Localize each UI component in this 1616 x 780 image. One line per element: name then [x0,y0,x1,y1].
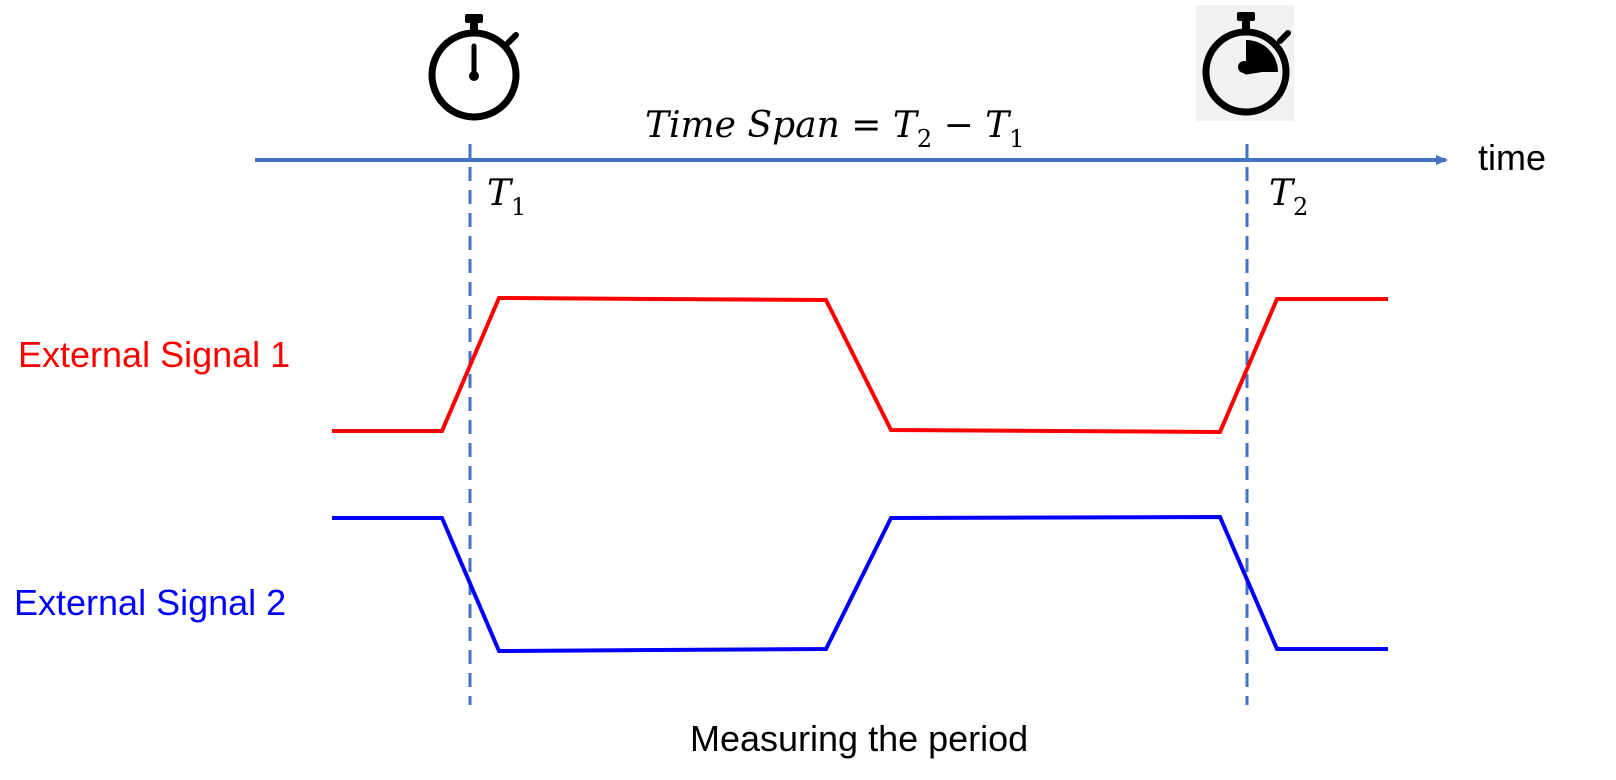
formula-main: Time Span = T [645,105,920,146]
formula-t2-subscript: 2 [917,125,932,153]
signal-2-label: External Signal 2 [14,582,286,623]
t1-label: T1 [487,173,526,221]
signal-1-label: External Signal 1 [18,334,290,375]
formula-minus: − T [932,105,1012,146]
time-axis-label: time [1478,137,1546,178]
signal-1-waveform [332,295,1388,435]
formula-t1-subscript: 1 [1009,125,1024,153]
diagram-caption: Measuring the period [690,718,1028,759]
stopwatch-start-icon [428,14,520,121]
stopwatch-end-icon [1196,5,1294,121]
t2-letter: T [1269,173,1296,214]
t2-subscript: 2 [1293,193,1308,221]
signal-2-waveform [332,514,1388,654]
time-span-formula: Time Span = T2 − T1 [645,105,1024,153]
t1-letter: T [487,173,514,214]
t1-subscript: 1 [511,193,526,221]
t2-label: T2 [1269,173,1308,221]
